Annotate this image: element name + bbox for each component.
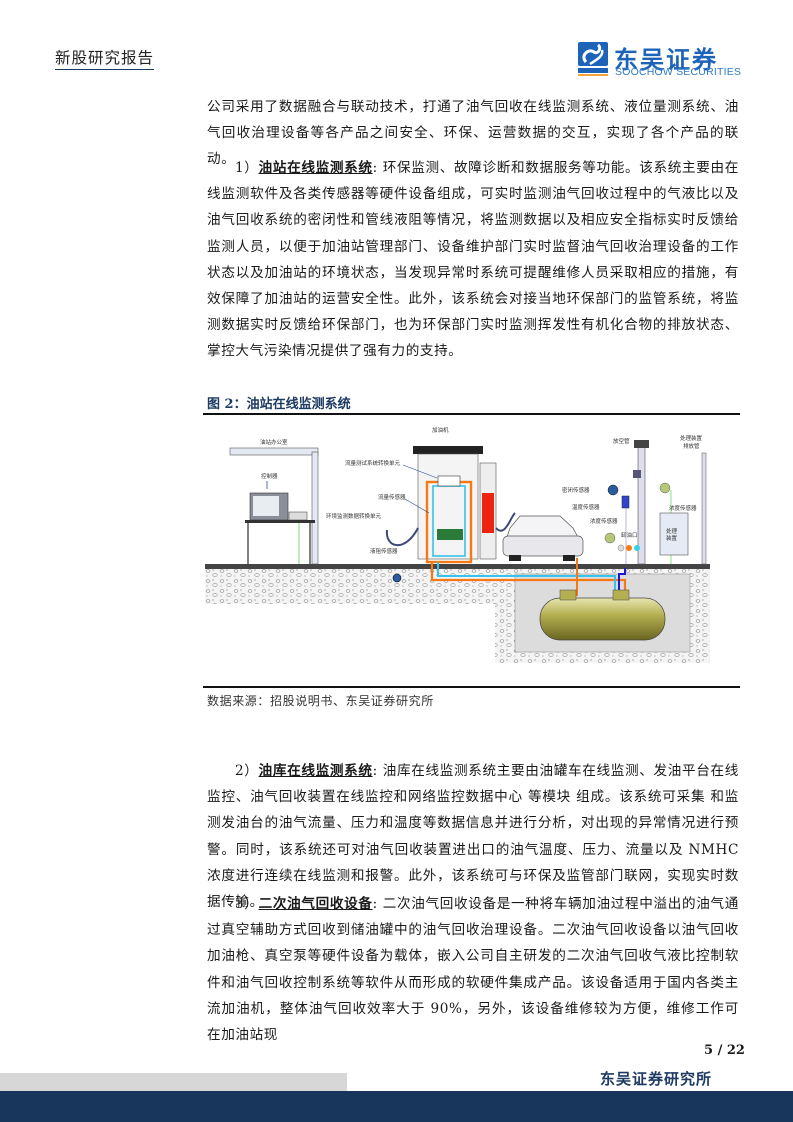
label-treat-2: 装置 xyxy=(666,534,678,542)
diagram-svg: 油站办公室 控制器 环境监测数据转换单元 加油机 流量测试系统转换单元 流量传感… xyxy=(205,426,710,663)
item-3-paragraph: 3）二次油气回收设备: 二次油气回收设备是一种将车辆加油过程中溢出的油气通过真空… xyxy=(207,891,739,1048)
logo-cn-text: 东吴证券 xyxy=(614,46,718,74)
label-treat-1: 处理 xyxy=(666,527,678,535)
label-dispenser: 加油机 xyxy=(432,426,449,434)
page-number: 5 / 22 xyxy=(704,1043,745,1058)
item-1-paragraph: 1）油站在线监测系统: 环保监测、故障诊断和数据服务等功能。该系统主要由在线监测… xyxy=(207,155,739,365)
footer-gray-bar xyxy=(0,1073,347,1091)
label-liquid-sensor: 液阻传感器 xyxy=(370,547,398,555)
soochow-logo: 东吴证券 SOOCHOW SECURITIES xyxy=(578,42,743,82)
item-3-text: : 二次油气回收设备是一种将车辆加油过程中溢出的油气通过真空辅助方式回收到储油罐… xyxy=(207,896,739,1044)
figure-top-rule xyxy=(203,413,740,415)
gas-station-monitoring-diagram: 油站办公室 控制器 环境监测数据转换单元 加油机 流量测试系统转换单元 流量传感… xyxy=(205,418,740,680)
treatment-unit xyxy=(659,512,689,556)
label-office: 油站办公室 xyxy=(260,438,288,446)
label-vent: 放空管 xyxy=(613,437,630,445)
figure-title: 图 2：油站在线监测系统 xyxy=(207,397,351,412)
intro-paragraph: 公司采用了数据融合与联动技术，打通了油气回收在线监测系统、液位量测系统、油气回收… xyxy=(207,99,739,168)
item-2-text: : 油库在线监测系统主要由油罐车在线监测、发油平台在线监控、油气回收装置在线监控… xyxy=(207,763,739,911)
label-conc-sensor-right: 浓度传感器 xyxy=(669,504,697,512)
label-flow-unit: 流量测试系统转换单元 xyxy=(345,459,401,467)
label-controller: 控制器 xyxy=(261,472,278,480)
office-roof xyxy=(229,447,319,456)
item-2-number: 2） xyxy=(235,763,259,779)
label-temp-sensor: 温度传感器 xyxy=(572,503,600,511)
label-unload: 卸油口 xyxy=(621,531,638,539)
item-1-number: 1） xyxy=(235,160,259,176)
logo-en-text: SOOCHOW SECURITIES xyxy=(615,66,742,78)
storage-tank xyxy=(539,597,666,641)
label-treat-vent-2: 排放管 xyxy=(683,442,700,450)
item-2-paragraph: 2）油库在线监测系统: 油库在线监测系统主要由油罐车在线监测、发油平台在线监控、… xyxy=(207,758,739,915)
figure-source: 数据来源：招股说明书、东吴证券研究所 xyxy=(207,694,434,708)
footer-org-name: 东吴证券研究所 xyxy=(600,1070,713,1088)
scs-logo-icon xyxy=(578,42,608,76)
label-conc-sensor-left: 浓度传感器 xyxy=(590,517,618,525)
footer-navy-bar xyxy=(0,1091,793,1122)
item-3-title: 二次油气回收设备 xyxy=(258,896,373,912)
figure-bottom-rule xyxy=(203,686,740,688)
item-1-title: 油站在线监测系统 xyxy=(258,160,373,176)
label-flow-sensor: 流量传感器 xyxy=(378,493,406,501)
label-treat-vent-1: 处理装置 xyxy=(680,434,703,442)
label-env-unit: 环境监测数据转换单元 xyxy=(326,512,382,520)
item-1-text: : 环保监测、故障诊断和数据服务等功能。该系统主要由在线监测软件及各类传感器等硬… xyxy=(207,160,739,360)
surface-slab xyxy=(205,564,710,569)
dispenser-top xyxy=(413,446,483,454)
label-tight-sensor: 密闭传感器 xyxy=(562,486,590,494)
item-3-number: 3） xyxy=(235,896,259,912)
report-type-header: 新股研究报告 xyxy=(55,46,155,70)
item-2-title: 油库在线监测系统 xyxy=(258,763,373,779)
